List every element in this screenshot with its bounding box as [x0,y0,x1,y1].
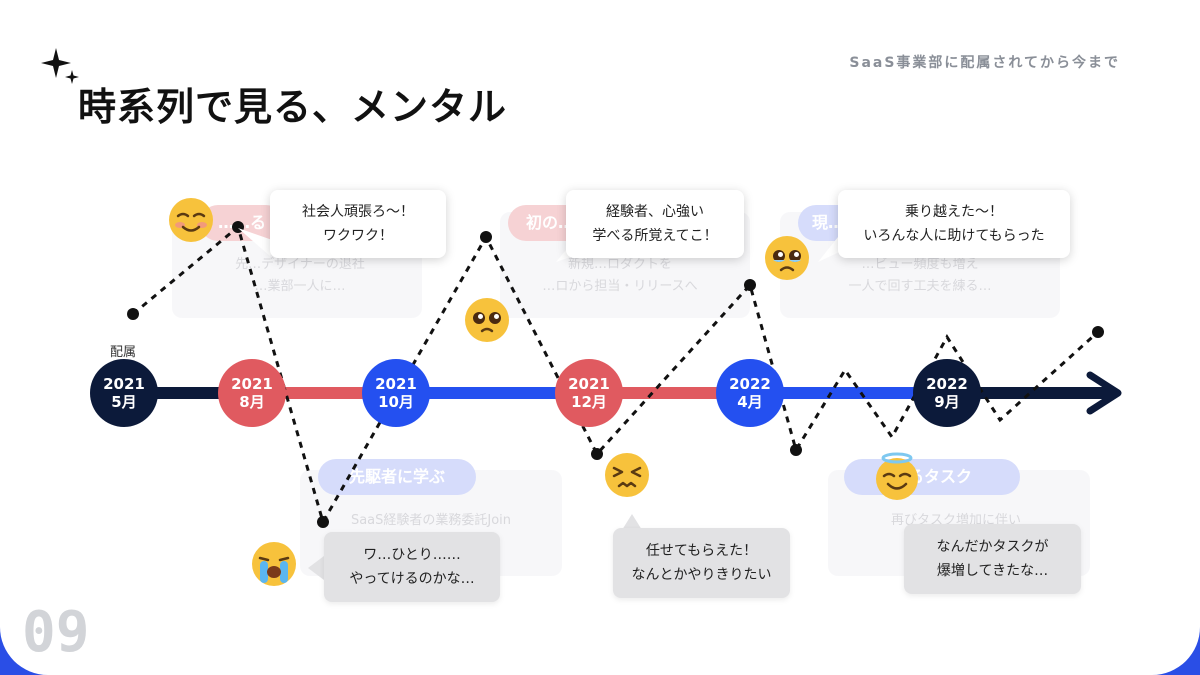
speech-bubble: 社会人頑張ろ〜！ ワクワク！ [270,190,446,258]
background-card-line: 一人で回す工夫を練る… [848,279,992,294]
node-year: 2022 [729,375,771,393]
bubble-line: やってけるのかな… [349,571,475,587]
background-card-text: …ビュー頻度も増え 一人で回す工夫を練る… [800,254,1040,298]
slide-subtitle: SaaS事業部に配属されてから今まで [849,55,1120,71]
mood-point [744,279,756,291]
background-card-text: 新規…ロダクトを …ロから担当・リリースへ [510,254,730,298]
speech-bubble: 任せてもらえた！ なんとかやりきりたい [613,528,790,598]
bubble-line: 乗り越えた〜！ [905,204,1003,220]
timeline-node: 2021 8月 [218,359,286,427]
mood-point [317,516,329,528]
mood-line [132,224,1100,526]
background-card-line: SaaS経験者の業務委託Join [350,513,512,528]
halo-face-icon [876,452,918,500]
node-month: 12月 [571,393,607,411]
bubble-tail [308,556,324,580]
speech-bubble: ワ…ひとり…… やってけるのかな… [324,532,500,602]
node-year: 2022 [926,375,968,393]
node-month: 8月 [239,393,265,411]
background-card-pill: 先駆者に学ぶ [318,459,476,495]
teary-pleading-face-icon [765,236,809,280]
mood-point [1092,326,1104,338]
sparkle-icon [41,48,79,84]
slide-title: 時系列で見る、メンタル [78,85,508,129]
loudly-crying-face-icon [252,542,296,586]
background-card-line: 先…デザイナーの退社 [235,257,365,272]
timeline-node: 2021 10月 [362,359,430,427]
speech-bubble: なんだかタスクが 爆増してきたな… [904,524,1081,594]
mood-point [591,448,603,460]
speech-bubble: 経験者、心強い 学べる所覚えてこ！ [566,190,744,258]
background-card-line: …ビュー頻度も増え [861,257,979,272]
bubble-line: ワ…ひとり…… [363,547,461,563]
bubble-line: 経験者、心強い [606,204,704,220]
background-card-line: …ロから担当・リリースへ [542,279,698,294]
bubble-line: 社会人頑張ろ〜！ [302,204,414,220]
bubble-tail [622,514,642,530]
page-number: 09 [22,600,90,665]
bubble-line: なんとかやりきりたい [631,567,772,583]
bubble-line: ワクワク！ [323,228,393,244]
node-month: 9月 [934,393,960,411]
timeline-node: 2022 4月 [716,359,784,427]
node-year: 2021 [568,375,610,393]
speech-bubble: 乗り越えた〜！ いろんな人に助けてもらった [838,190,1070,258]
pleading-face-icon [465,298,509,342]
mood-point [790,444,802,456]
bubble-line: なんだかタスクが [936,539,1049,555]
start-label: 配属 [110,345,137,360]
bubble-line: 爆増してきたな… [936,563,1049,579]
node-month: 10月 [378,393,414,411]
background-card-line: …業部一人に… [254,279,346,294]
persevering-face-icon [605,453,649,497]
bubble-line: 学べる所覚えてこ！ [592,228,718,244]
timeline-node: 2021 12月 [555,359,623,427]
node-month: 5月 [111,393,137,411]
node-year: 2021 [231,375,273,393]
timeline-node: 2022 9月 [913,359,981,427]
node-year: 2021 [375,375,417,393]
mood-point [127,308,139,320]
mood-point [480,231,492,243]
timeline-node: 2021 5月 [90,359,158,427]
background-card-line: 新規…ロダクトを [567,257,672,272]
node-year: 2021 [103,375,145,393]
bubble-line: いろんな人に助けてもらった [863,228,1045,244]
node-month: 4月 [737,393,763,411]
bubble-line: 任せてもらえた！ [645,543,758,559]
background-card-text: 先…デザイナーの退社 …業部一人に… [190,254,410,298]
timeline-arrowhead [1086,371,1122,415]
bubble-tail [238,228,278,256]
smiling-face-icon [169,198,213,242]
